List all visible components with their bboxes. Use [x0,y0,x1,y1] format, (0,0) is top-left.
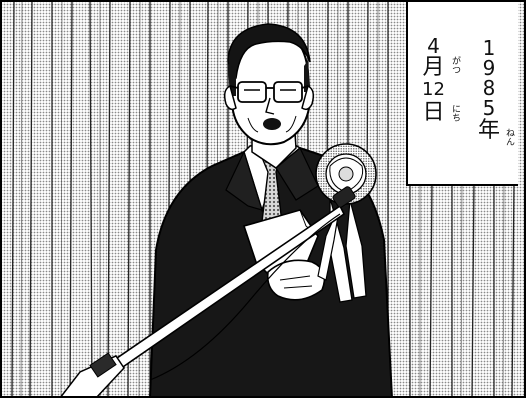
date-caption-box: 1 9 8 5 年 ねん 4 月 12 日 がつ にち [406,2,518,186]
hands [266,259,326,301]
microphone-cable [149,213,341,381]
year-digit-3: 8 [482,76,496,100]
day-number: 12 [422,79,445,100]
year-digit-4: 5 [482,96,496,120]
hair [227,23,311,86]
year-digit-2: 9 [482,56,496,80]
day-kanji: 日 [422,100,445,125]
month-digit: 4 [427,34,440,58]
month-column: 4 月 12 日 [422,36,445,126]
year-column: 1 9 8 5 年 [478,38,500,144]
year-kanji: 年 [478,118,501,143]
year-digit-1: 1 [482,36,496,60]
glasses [229,81,309,103]
year-ruby: ねん [504,128,514,146]
rosette-corsage [315,143,377,303]
month-kanji: 月 [422,55,445,80]
month-ruby: がつ [450,56,460,74]
microphone-stand [59,186,356,398]
day-ruby: にち [450,104,460,122]
open-mouth [263,118,281,130]
